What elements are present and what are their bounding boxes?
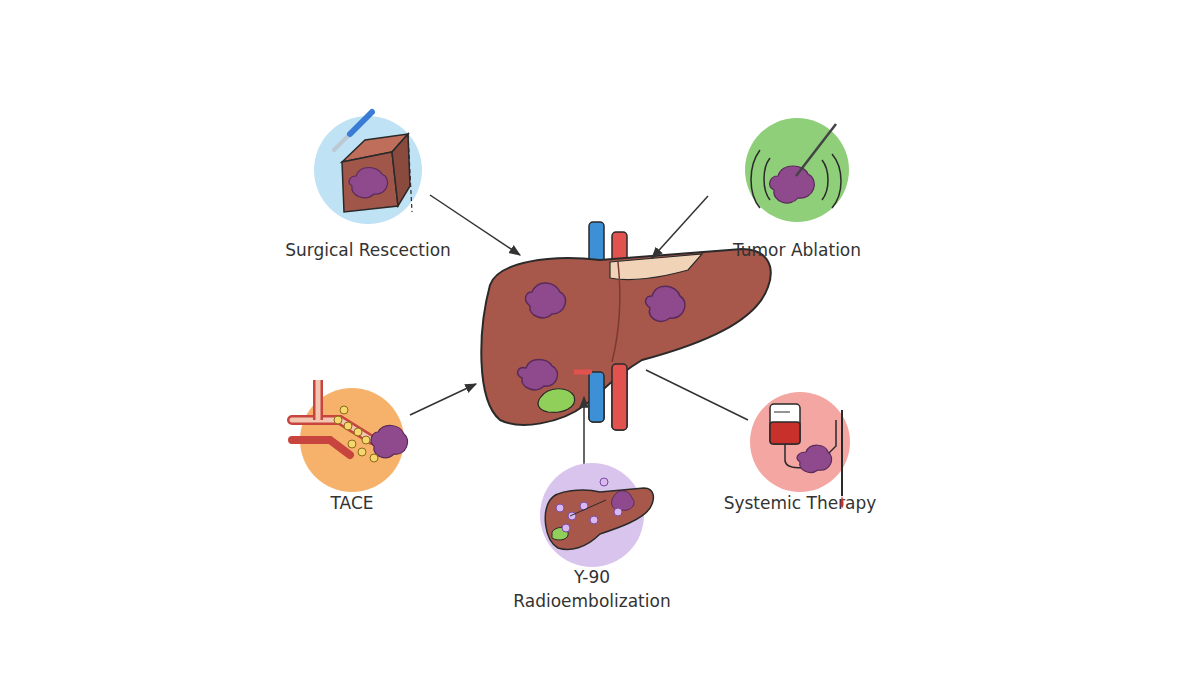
ablation-icon [751,124,841,208]
treatment-label: Systemic Therapy [670,491,930,515]
resection-icon [334,112,412,212]
treatment-circle: Surgical Rescection [314,116,422,224]
treatment-label: TACE [252,491,452,515]
tumor [646,286,685,321]
systemic-icon [770,404,844,508]
leader-arrow [410,384,476,415]
treatment-label: Y-90 Radioembolization [507,565,677,613]
tumor [526,283,566,318]
tumor [518,360,558,390]
falciform-ligament [610,254,702,280]
treatment-label: Surgical Rescection [238,238,498,262]
lobe-divide [612,262,620,362]
leader-line [646,370,748,420]
treatment-label: Tumor Ablation [667,238,927,262]
hepatic-artery [612,364,627,430]
portal-vein [589,372,604,422]
gallbladder [538,389,575,413]
leader-arrow [583,397,585,464]
treatment-circle: Tumor Ablation [745,118,849,222]
leader-arrow [652,196,708,258]
treatment-circle: Y-90 Radioembolization [540,463,644,567]
treatment-circle: TACE [300,388,404,492]
artery-branch [574,370,592,375]
y90-icon [545,478,653,549]
tace-icon [292,380,408,462]
treatment-circle: Systemic Therapy [750,392,850,492]
